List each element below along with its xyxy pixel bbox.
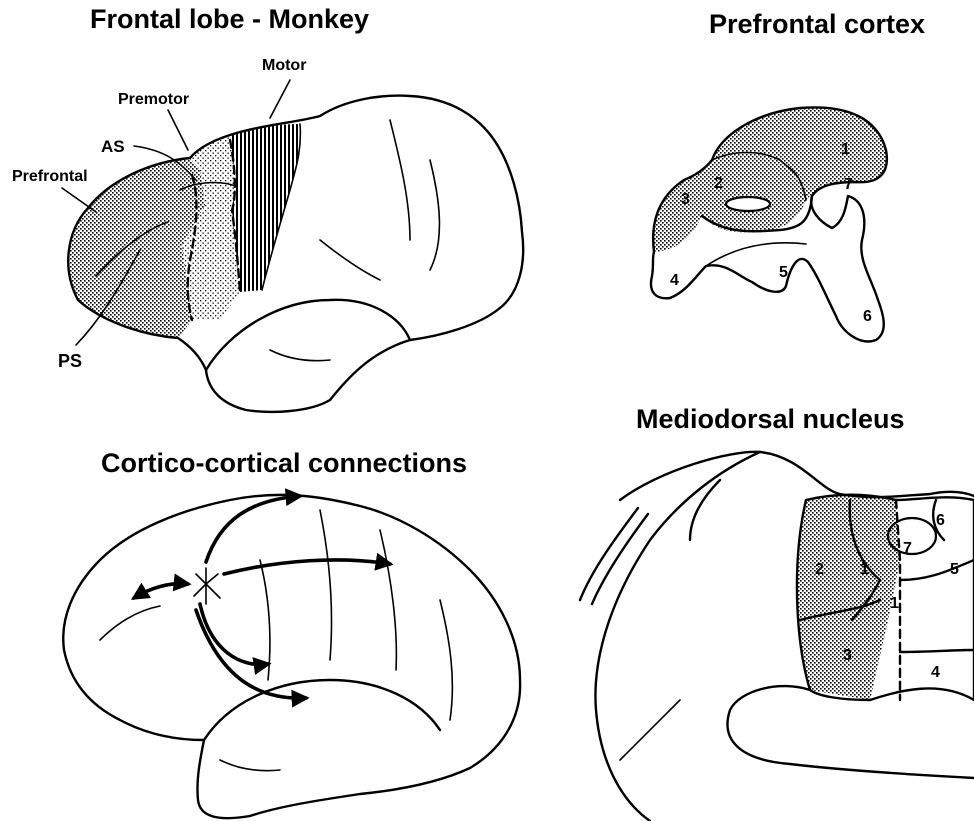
md-label-1a: 1 <box>860 561 869 578</box>
md-inner-contour <box>690 480 720 540</box>
cc-arrow-to-parietal <box>224 560 390 574</box>
cc-sulcus-6 <box>220 760 280 771</box>
sulcus-1 <box>390 120 410 240</box>
md-label-6: 6 <box>936 512 945 529</box>
md-label-7: 7 <box>903 540 912 557</box>
label-motor: Motor <box>262 57 306 74</box>
pfc-label-2: 2 <box>714 175 723 192</box>
md-label-4: 4 <box>931 664 940 681</box>
label-ps: PS <box>58 351 82 371</box>
pfc-label-5: 5 <box>779 264 788 281</box>
md-outer-arc <box>620 452 974 500</box>
cc-temporal-line <box>204 680 440 740</box>
md-curve-left-1 <box>580 508 638 600</box>
prefrontal-leader <box>62 188 96 212</box>
pfc-label-1: 1 <box>841 141 850 158</box>
sulcus-4 <box>270 350 330 361</box>
md-label-3: 3 <box>843 647 852 664</box>
frontal-lobe-diagram: Motor Premotor AS Prefrontal PS <box>12 57 523 412</box>
motor-leader <box>270 80 290 118</box>
pfc-label-3: 3 <box>681 191 690 208</box>
pfc-gyrus-line-1 <box>706 243 806 266</box>
label-premotor: Premotor <box>118 91 189 108</box>
mediodorsal-diagram: 1 1 2 3 4 5 6 7 <box>580 452 974 821</box>
motor-area <box>230 124 300 292</box>
md-left-contour <box>595 452 760 821</box>
label-prefrontal: Prefrontal <box>12 168 88 185</box>
premotor-leader <box>168 110 188 150</box>
prefrontal-cortex-diagram: 1 2 3 4 5 6 7 <box>651 107 887 341</box>
temporal-lobe-line <box>206 300 410 370</box>
pfc-inner-ellipse <box>726 197 770 211</box>
cc-sulcus-3 <box>440 600 452 720</box>
pfc-label-4: 4 <box>670 272 679 289</box>
cc-brain-outline <box>63 495 520 818</box>
cc-arrow-to-frontal-pole <box>134 584 188 598</box>
cc-sulcus-1 <box>320 510 332 660</box>
cc-arrow-to-temporal-1 <box>200 604 268 665</box>
md-stippled-region <box>797 495 900 700</box>
cc-arrow-to-motor <box>206 496 300 562</box>
md-label-1b: 1 <box>890 595 899 612</box>
sulcus-2 <box>430 160 439 270</box>
md-divider-4 <box>900 650 974 652</box>
md-label-5: 5 <box>950 561 959 578</box>
cc-sulcus-5 <box>260 560 270 680</box>
cc-sulcus-2 <box>380 530 396 670</box>
cc-origin-star <box>194 568 220 604</box>
sulcus-3 <box>320 240 380 280</box>
pfc-label-6: 6 <box>863 308 872 325</box>
pfc-label-7: 7 <box>844 176 853 193</box>
label-as: AS <box>101 137 125 156</box>
md-label-2: 2 <box>815 561 824 578</box>
md-divider-3 <box>900 560 974 580</box>
cortico-cortical-diagram <box>63 495 520 818</box>
cc-sulcus-4 <box>100 606 160 640</box>
md-lower-contour <box>620 700 680 760</box>
